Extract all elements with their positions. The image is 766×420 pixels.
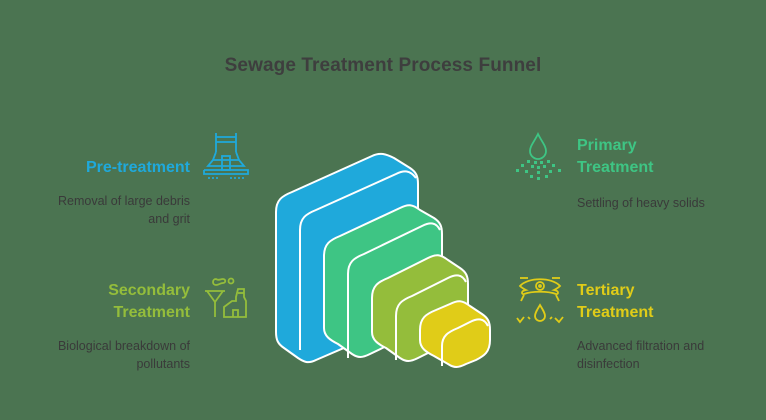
- funnel-diagram: [275, 152, 491, 368]
- stage-title-tertiary: Tertiary Treatment: [577, 282, 654, 321]
- stage-desc-pre-treatment: Removal of large debris and grit: [57, 194, 190, 226]
- factory-filter-icon: [205, 277, 247, 318]
- stage-desc-primary: Settling of heavy solids: [577, 196, 705, 210]
- stage-desc-tertiary: Advanced filtration and disinfection: [577, 339, 705, 371]
- funnel-layer-tertiary: [419, 300, 491, 368]
- stage-title-secondary: Secondary Treatment: [108, 282, 190, 321]
- droplet-sediment-icon: [516, 131, 561, 180]
- stage-title-primary: Primary Treatment: [577, 137, 654, 176]
- screen-filter-icon: [203, 133, 249, 179]
- diagram-title: Sewage Treatment Process Funnel: [224, 55, 542, 76]
- stage-desc-secondary: Biological breakdown of pollutants: [57, 339, 190, 371]
- eye-droplet-icon: [516, 277, 564, 324]
- stage-title-pre-treatment: Pre-treatment: [85, 159, 190, 176]
